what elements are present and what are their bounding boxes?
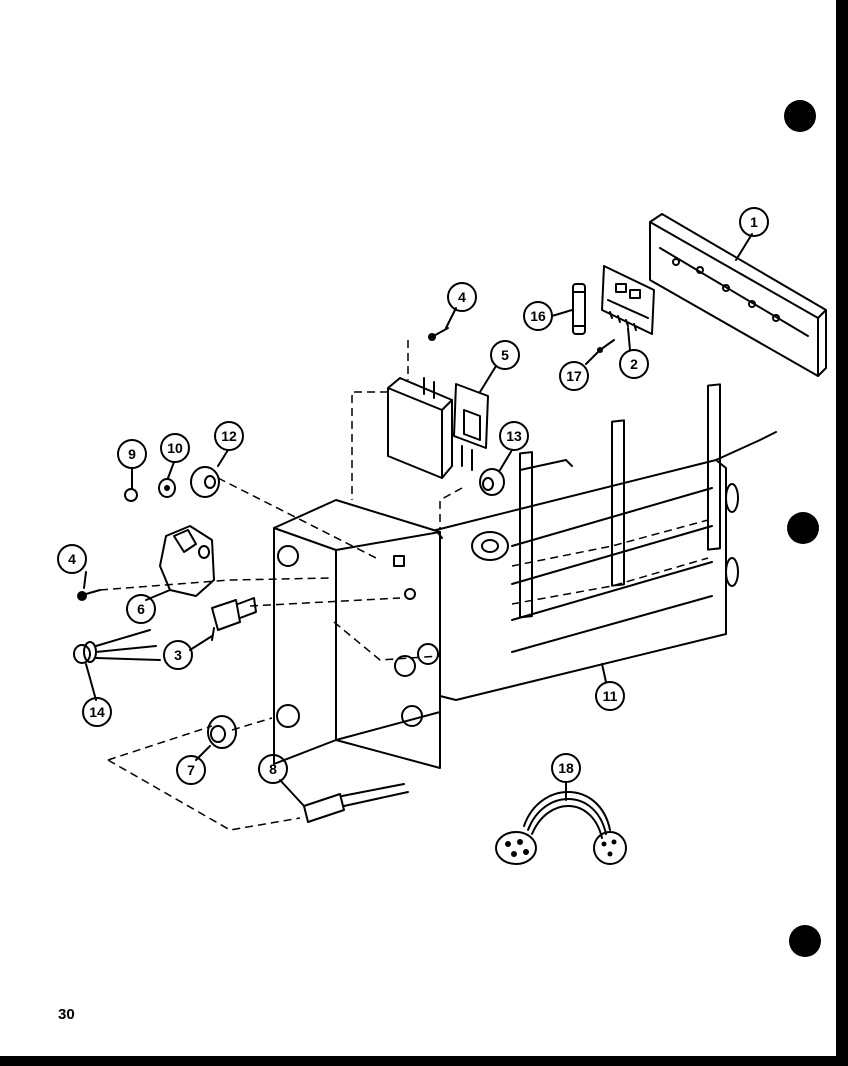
callout-label: 12 bbox=[221, 428, 237, 444]
callout-label: 16 bbox=[530, 308, 546, 324]
part-indicator-light bbox=[73, 629, 161, 664]
part-grommet bbox=[207, 715, 237, 749]
callout-8: 8 bbox=[258, 754, 288, 784]
callout-label: 2 bbox=[630, 356, 638, 372]
callout-label: 5 bbox=[501, 347, 509, 363]
part-mounting-rail bbox=[649, 213, 827, 377]
part-washer bbox=[158, 478, 176, 498]
callout-label: 4 bbox=[68, 551, 76, 567]
callout-label: 3 bbox=[174, 647, 182, 663]
callout-6: 6 bbox=[126, 594, 156, 624]
callout-16: 16 bbox=[523, 301, 553, 331]
callout-label: 13 bbox=[506, 428, 522, 444]
callout-label: 17 bbox=[566, 368, 582, 384]
part-circuit-board bbox=[601, 265, 655, 335]
part-wiring-harness bbox=[495, 791, 627, 865]
part-screw-left bbox=[77, 589, 101, 601]
callout-3: 3 bbox=[163, 640, 193, 670]
part-heater-element bbox=[435, 383, 777, 701]
callout-14: 14 bbox=[82, 697, 112, 727]
part-relay bbox=[387, 377, 489, 479]
callout-leaders bbox=[83, 233, 753, 807]
callout-label: 11 bbox=[603, 688, 618, 704]
binder-hole-bottom bbox=[789, 925, 821, 957]
callout-17: 17 bbox=[559, 361, 589, 391]
callout-label: 8 bbox=[269, 761, 277, 777]
callout-12: 12 bbox=[214, 421, 244, 451]
page-number: 30 bbox=[58, 1006, 75, 1023]
callout-label: 6 bbox=[137, 601, 145, 617]
assembly-lines bbox=[99, 340, 709, 831]
callout-label: 18 bbox=[558, 760, 574, 776]
callout-label: 1 bbox=[750, 214, 758, 230]
callout-13: 13 bbox=[499, 421, 529, 451]
callout-label: 4 bbox=[458, 289, 466, 305]
callout-label: 10 bbox=[167, 440, 183, 456]
callout-label: 14 bbox=[89, 704, 105, 720]
binder-hole-top bbox=[784, 100, 816, 132]
callout-11: 11 bbox=[595, 681, 625, 711]
part-nut bbox=[124, 488, 138, 502]
callout-label: 7 bbox=[187, 762, 195, 778]
part-fuse bbox=[572, 283, 586, 335]
callout-7: 7 bbox=[176, 755, 206, 785]
part-bushing bbox=[190, 466, 220, 498]
callout-9: 9 bbox=[117, 439, 147, 469]
exploded-parts-diagram: 1 2 3 4 4 5 6 7 8 9 10 11 bbox=[57, 100, 827, 957]
callout-4-left: 4 bbox=[57, 544, 87, 574]
callout-label: 9 bbox=[128, 446, 136, 462]
part-limit-switch bbox=[159, 525, 215, 597]
part-control-box bbox=[273, 499, 441, 769]
callout-10: 10 bbox=[160, 433, 190, 463]
callout-18: 18 bbox=[551, 753, 581, 783]
callout-4-top: 4 bbox=[447, 282, 477, 312]
callout-2: 2 bbox=[619, 349, 649, 379]
part-screw-top bbox=[428, 327, 449, 341]
part-terminal-connector bbox=[303, 783, 409, 823]
part-thermostat-knob bbox=[479, 459, 573, 496]
callout-5: 5 bbox=[490, 340, 520, 370]
part-toggle-switch bbox=[211, 597, 257, 641]
callout-1: 1 bbox=[739, 207, 769, 237]
part-screw-small bbox=[597, 339, 615, 353]
binder-hole-middle bbox=[787, 512, 819, 544]
